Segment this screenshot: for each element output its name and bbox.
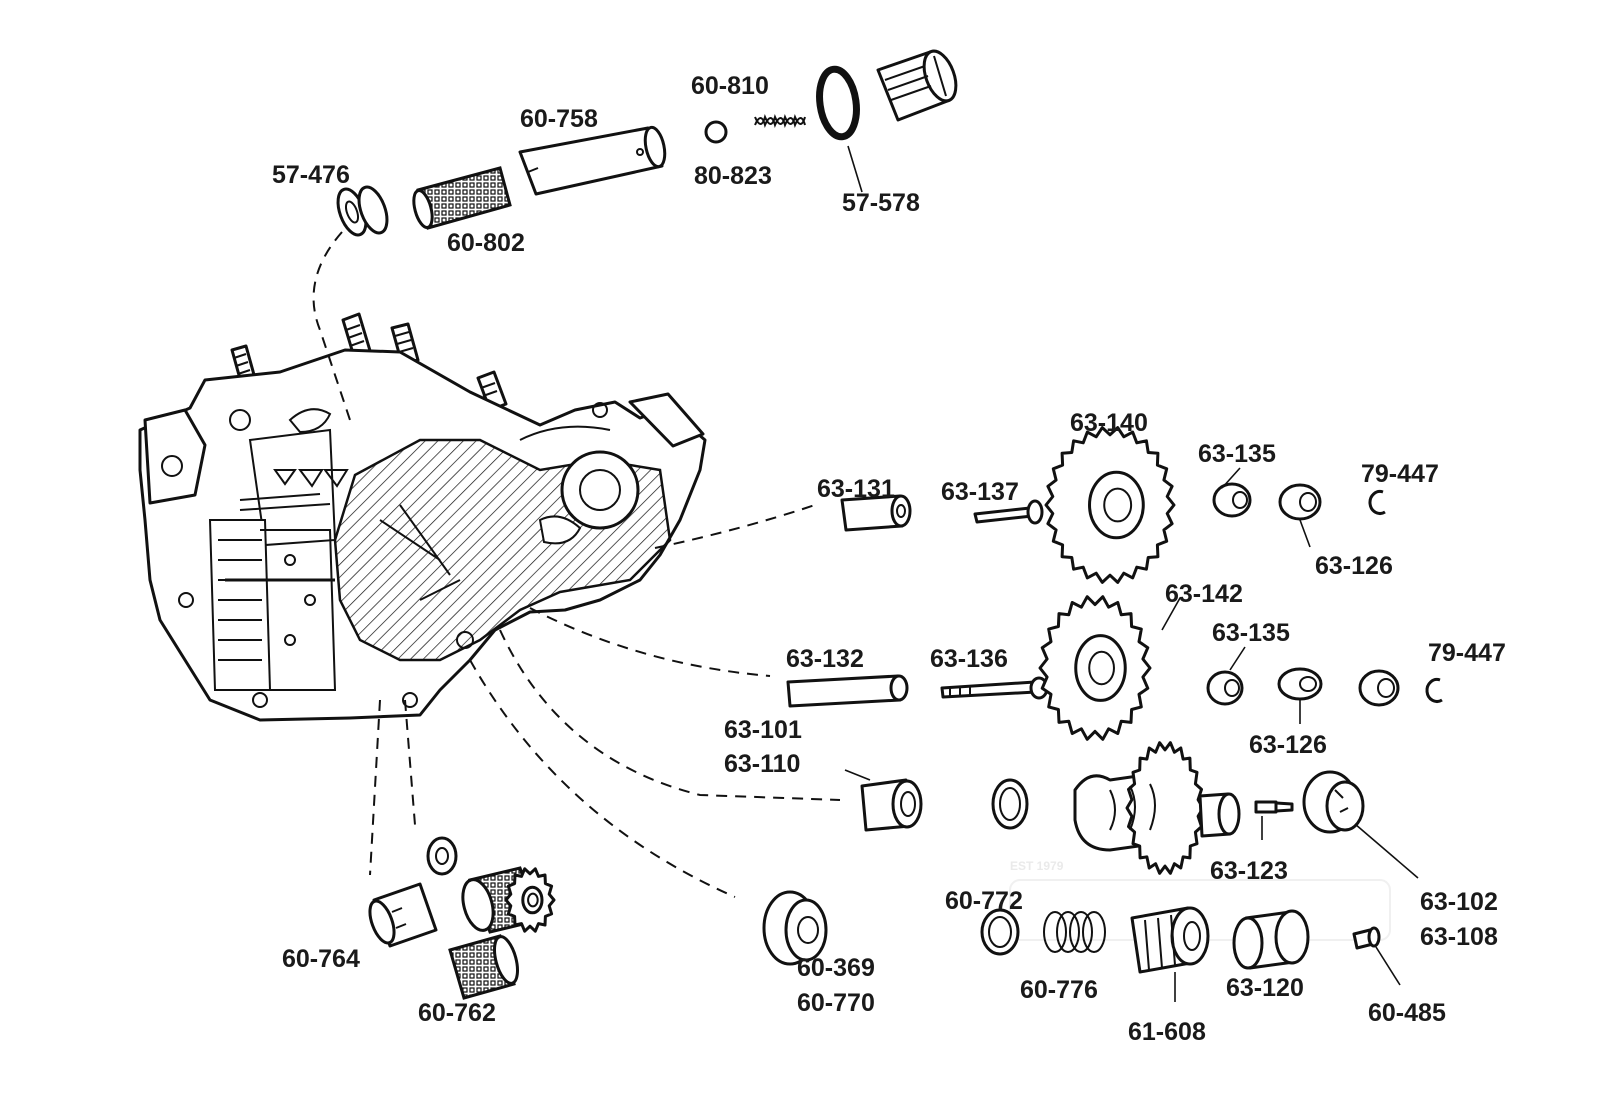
camshaft bbox=[1073, 741, 1241, 875]
part-61-608-drive-gear bbox=[1130, 906, 1210, 974]
label-leaders bbox=[844, 145, 1419, 1002]
label-63-126-a: 63-126 bbox=[1315, 552, 1393, 580]
watermark-est: EST 1979 bbox=[1010, 859, 1064, 873]
part-60-802-strainer bbox=[412, 166, 512, 230]
label-63-102: 63-102 bbox=[1420, 888, 1498, 916]
label-63-132: 63-132 bbox=[786, 645, 864, 673]
part-63-102-bearing bbox=[1302, 770, 1365, 834]
label-60-772: 60-772 bbox=[945, 887, 1023, 915]
part-57-476-washers bbox=[336, 185, 389, 237]
part-60-369-bearing bbox=[762, 890, 828, 966]
part-labels: 57-476 60-758 60-810 80-823 60-802 57-57… bbox=[272, 72, 1506, 1046]
part-63-126-bushing-b bbox=[1277, 667, 1323, 701]
part-80-823-ball bbox=[704, 120, 728, 144]
label-63-131: 63-131 bbox=[817, 475, 895, 503]
part-60-758-tube bbox=[518, 125, 667, 196]
dashed-leaders bbox=[312, 231, 841, 898]
label-63-123: 63-123 bbox=[1210, 857, 1288, 885]
part-63-120-bushing bbox=[1232, 909, 1310, 970]
label-63-135-a: 63-135 bbox=[1198, 440, 1276, 468]
label-61-608: 61-608 bbox=[1128, 1018, 1206, 1046]
label-60-369: 60-369 bbox=[797, 954, 875, 982]
part-60-776-spring bbox=[1043, 911, 1106, 953]
part-79-447-clip-b bbox=[1425, 678, 1443, 703]
oil-pump-gears bbox=[426, 836, 556, 934]
part-63-123-pin bbox=[1254, 800, 1294, 814]
label-57-578: 57-578 bbox=[842, 189, 920, 217]
part-63-135-bushing-a bbox=[1212, 482, 1252, 518]
part-63-135-bushing-b bbox=[1206, 670, 1244, 706]
part-63-101-bushing bbox=[860, 778, 923, 832]
part-63-137-pin bbox=[973, 499, 1044, 525]
part-57-578-o-ring bbox=[816, 65, 860, 141]
label-63-110: 63-110 bbox=[724, 750, 800, 778]
label-63-142: 63-142 bbox=[1165, 580, 1243, 608]
label-60-810: 60-810 bbox=[691, 72, 769, 100]
part-79-447-clip-a bbox=[1368, 490, 1386, 515]
label-63-126-b: 63-126 bbox=[1249, 731, 1327, 759]
label-60-770: 60-770 bbox=[797, 989, 875, 1017]
label-60-776: 60-776 bbox=[1020, 976, 1098, 1004]
label-79-447-a: 79-447 bbox=[1361, 460, 1439, 488]
label-60-802: 60-802 bbox=[447, 229, 525, 257]
oil-pump-plug bbox=[876, 49, 958, 122]
part-60-485-screw bbox=[1352, 926, 1381, 950]
part-60-762-bushing bbox=[448, 934, 519, 1000]
extra-bushing bbox=[1358, 669, 1400, 707]
cam-washer bbox=[991, 778, 1029, 830]
part-63-142-gear bbox=[1038, 595, 1152, 741]
part-60-764-bushing bbox=[368, 882, 438, 948]
label-60-485: 60-485 bbox=[1368, 999, 1446, 1027]
label-60-764: 60-764 bbox=[282, 945, 360, 973]
part-60-810-spring bbox=[754, 114, 806, 128]
label-80-823: 80-823 bbox=[694, 162, 772, 190]
label-60-758: 60-758 bbox=[520, 105, 598, 133]
label-63-101: 63-101 bbox=[724, 716, 802, 744]
part-63-126-bushing-a bbox=[1278, 483, 1322, 521]
label-63-140: 63-140 bbox=[1070, 409, 1148, 437]
label-63-136: 63-136 bbox=[930, 645, 1008, 673]
part-63-131-bushing bbox=[840, 494, 912, 532]
label-63-108: 63-108 bbox=[1420, 923, 1498, 951]
part-60-772-ring bbox=[980, 908, 1020, 956]
label-60-762: 60-762 bbox=[418, 999, 496, 1027]
label-63-120: 63-120 bbox=[1226, 974, 1304, 1002]
part-63-132-shaft bbox=[786, 674, 909, 708]
label-79-447-b: 79-447 bbox=[1428, 639, 1506, 667]
crankcase bbox=[138, 312, 707, 722]
part-63-140-gear bbox=[1044, 426, 1176, 584]
label-63-137: 63-137 bbox=[941, 478, 1019, 506]
label-57-476: 57-476 bbox=[272, 161, 350, 189]
part-63-136-pin bbox=[940, 676, 1049, 700]
label-63-135-b: 63-135 bbox=[1212, 619, 1290, 647]
